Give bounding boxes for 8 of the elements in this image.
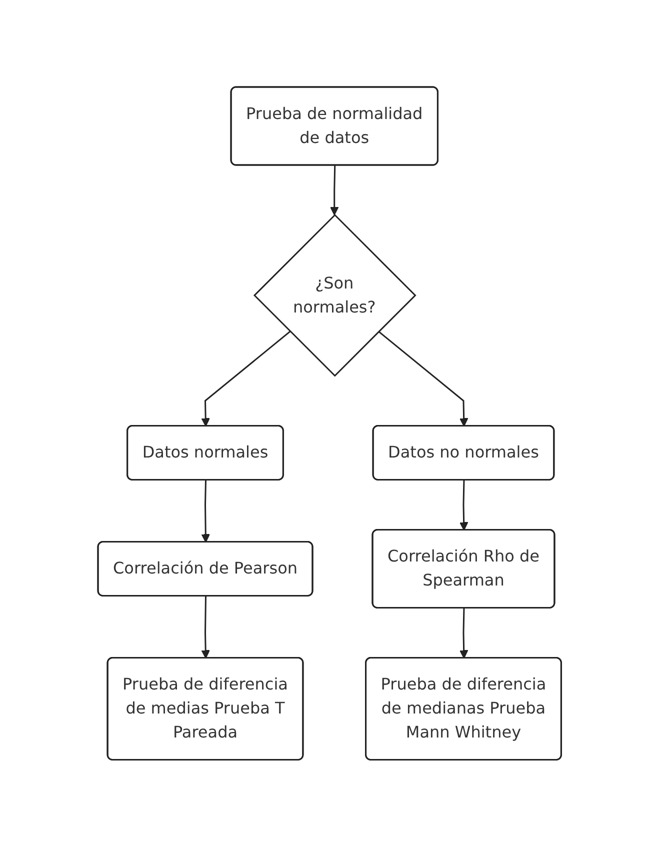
arrow — [201, 596, 210, 658]
arrow — [201, 330, 290, 426]
arrow — [459, 480, 468, 530]
arrow — [459, 608, 468, 658]
arrow — [378, 330, 468, 426]
arrow — [201, 480, 210, 542]
arrow — [330, 165, 339, 216]
node-diamond: ¿Son normales? — [253, 214, 416, 376]
